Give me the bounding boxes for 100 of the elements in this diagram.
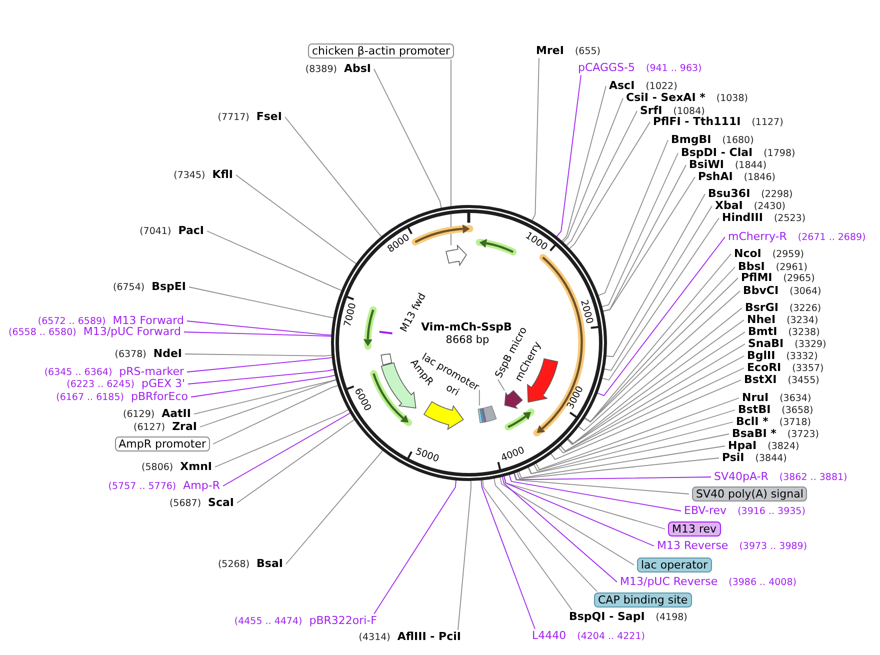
enzyme-name: SrfI [640,105,662,116]
cut-site-position: (3238) [788,327,820,338]
leader-line [222,412,351,486]
enzyme-name: MreI [536,45,564,56]
leader-line [598,140,668,296]
scale-number: 5000 [414,447,440,465]
primer-name: pCAGGS-5 [578,62,635,73]
cut-site-position: (2430) [754,201,786,212]
cut-site-position: (2965) [783,273,815,284]
leader-line [604,206,712,371]
enzyme-name: BsaI [256,558,283,569]
leader-line [601,152,678,308]
leader-line [480,480,536,630]
enzyme-name: NruI [742,392,769,403]
enzyme-name: BclI * [736,416,768,427]
feature-arc [412,224,473,246]
feature-label: SV40 poly(A) signal [692,486,808,502]
primer-name: pBR322ori-F [309,615,377,626]
leader-line [508,474,682,512]
scale-number: 6000 [352,386,372,413]
leader-line [514,472,712,480]
cut-site-position: (3455) [788,375,820,386]
cut-site-position: (4314) [358,632,390,643]
cut-site-position: (1846) [744,172,776,183]
cut-site-position: (5687) [169,498,202,509]
primer-binding-range: (6558 .. 6580) [8,327,76,338]
enzyme-name: BmgBI [671,134,712,145]
leader-line [518,446,726,478]
enzyme-name: PflMI [741,272,772,283]
primer-name: Amp-R [183,480,220,491]
enzyme-name: BbvCI [743,285,779,296]
enzyme-name: XbaI [715,200,743,211]
plasmid-name: Vim-mCh-SspB [421,321,512,332]
leader-line [206,230,342,291]
enzyme-name: BsrGI [745,302,778,313]
enzyme-name: AflIII - PciI [397,631,461,642]
leader-line [502,476,618,582]
enzyme-name: EcoRI [747,362,782,373]
primer-name: SV40pA-R [714,471,768,482]
primer-binding-range: (6167 .. 6185) [56,392,124,403]
primer-name: M13 Reverse [657,540,728,551]
enzyme-name: HpaI [728,440,757,451]
leader-line [532,58,540,221]
cut-site-position: (3064) [790,286,822,297]
primer-name: pBRforEco [130,391,188,402]
leader-line [450,59,452,246]
leader-line [528,422,734,474]
enzyme-name: CsiI - SexAI * [626,92,706,103]
primer-name: pGEX 3' [141,378,185,389]
leader-line [500,476,634,566]
leader-line [568,122,650,250]
primer-binding-range: (3862 .. 3881) [779,472,848,483]
cut-site-position: (4198) [656,612,688,623]
leader-line [186,357,332,372]
cut-site-position: (2961) [776,262,808,273]
primer-name: pRS-marker [119,366,184,377]
feature-block [380,353,392,366]
cut-site-position: (7717) [218,112,250,123]
feature-block-stack [478,405,496,423]
leader-line [606,194,706,358]
leader-line [561,86,606,242]
cut-site-position: (5268) [218,559,250,570]
cut-site-position: (7345) [174,170,206,181]
leader-line [184,332,332,337]
cut-site-position: (1798) [764,148,796,159]
cut-site-position: (1022) [646,81,678,92]
enzyme-name: PshAI [698,171,733,182]
enzyme-name: BspEI [152,281,186,292]
cut-site-position: (6127) [133,422,166,433]
feature-label: lac operator [637,558,712,572]
feature-block [423,400,464,430]
leader-line [184,354,332,356]
cut-site-position: (1680) [722,135,754,146]
enzyme-name: SnaBI [748,338,784,349]
leader-line [194,379,337,414]
primer-binding-range: (6345 .. 6364) [44,367,112,378]
cut-site-position: (655) [574,46,600,57]
leader-line [550,380,742,460]
primer-binding-range: (941 .. 963) [646,63,702,74]
cut-site-position: (3844) [755,453,787,464]
leader-line [602,218,720,381]
enzyme-name: AbsI [344,63,371,74]
leader-line [284,116,382,238]
leader-line [214,409,349,468]
cut-site-position: (3723) [787,429,820,440]
cut-site-position: (2298) [761,189,793,200]
cut-site-position: (3824) [768,441,800,452]
primer-binding-range: (6572 .. 6589) [38,316,106,327]
leader-line [504,476,654,546]
enzyme-name: BbsI [738,261,765,272]
cut-site-position: (3332) [786,351,818,362]
cut-site-position: (2959) [772,249,804,260]
feature-label: CAP binding site [594,592,692,608]
feature-block [504,390,523,409]
primer-binding-range: (4455 .. 4474) [234,616,302,627]
feature-arc [504,408,534,430]
enzyme-name: BspQI - SapI [569,611,645,622]
leader-line [236,419,355,504]
cut-site-position: (8389) [305,64,337,75]
enzyme-name: PacI [178,225,204,236]
